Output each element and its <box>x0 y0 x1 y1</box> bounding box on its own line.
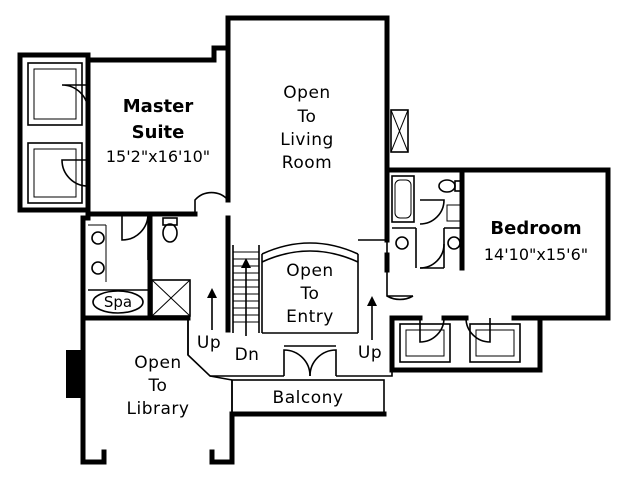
master-entry-door <box>194 191 229 214</box>
open-living-label-3: Living <box>280 130 334 150</box>
open-library-label-2: To <box>148 376 168 396</box>
stair-up-left-label: Up <box>197 333 221 353</box>
open-living-label-4: Room <box>282 153 332 173</box>
open-living-label-1: Open <box>283 83 330 103</box>
master-bath <box>88 211 191 321</box>
bedroom-label: Bedroom <box>490 218 581 239</box>
open-living-label-2: To <box>297 107 317 127</box>
open-library-label-1: Open <box>134 353 181 373</box>
open-entry-label-1: Open <box>286 261 333 281</box>
stair-up-right-label: Up <box>358 343 382 363</box>
master-suite-label-1: Master <box>123 96 194 117</box>
stair-down-label: Dn <box>235 345 260 365</box>
master-closets <box>27 62 89 204</box>
wall-niche <box>390 109 409 153</box>
room-labels: Master Suite 15'2"x16'10" Open To Living… <box>104 83 588 419</box>
bedroom-closets <box>389 315 543 373</box>
library-walls <box>101 318 233 465</box>
open-entry-label-3: Entry <box>286 307 334 327</box>
open-entry-label-2: To <box>300 284 320 304</box>
stair-area <box>187 239 414 377</box>
master-suite-dimensions: 15'2"x16'10" <box>106 147 210 166</box>
spa-label: Spa <box>104 293 132 311</box>
bedroom-bath <box>391 175 465 271</box>
bedroom-dimensions: 14'10"x15'6" <box>484 245 588 264</box>
open-library-label-3: Library <box>127 399 190 419</box>
balcony-label: Balcony <box>273 388 344 408</box>
master-suite-label-2: Suite <box>132 122 185 143</box>
